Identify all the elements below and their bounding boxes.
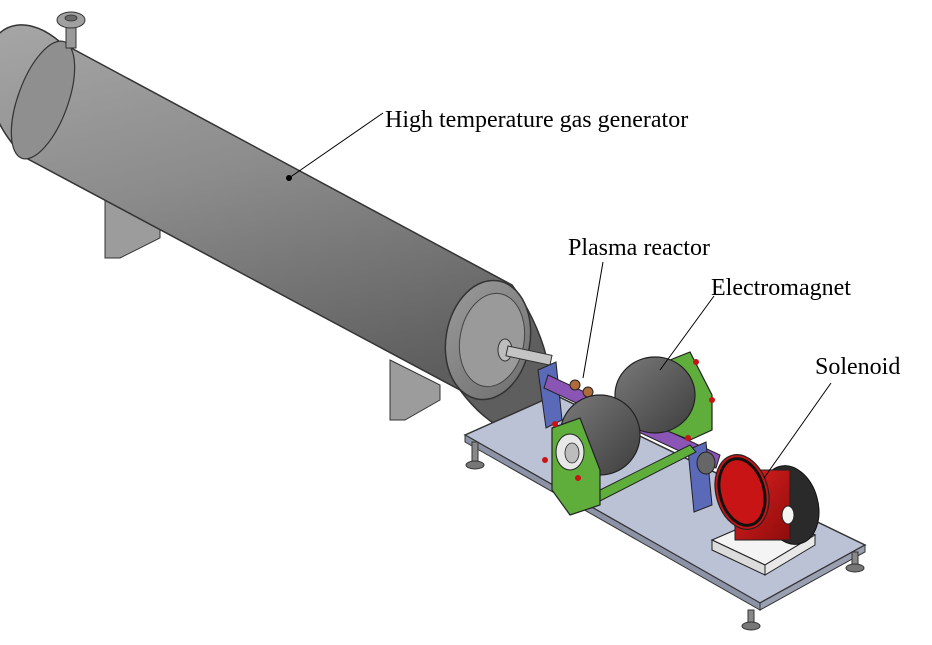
leader-line-generator — [288, 112, 384, 179]
foot — [741, 621, 761, 631]
gas-generator — [0, 11, 553, 435]
top-inlet-opening — [64, 14, 78, 22]
screw — [542, 457, 548, 463]
screw — [575, 475, 581, 481]
spool-flange-front-rim — [717, 457, 767, 527]
leader-line-electromagnet — [659, 295, 715, 371]
leader-lines — [286, 112, 832, 479]
outlet-fitting — [696, 451, 716, 475]
label-gas-generator: High temperature gas generator — [385, 107, 689, 133]
fitting — [569, 379, 581, 391]
electromagnet-assembly — [542, 351, 715, 516]
leader-dot-generator — [286, 175, 292, 181]
leader-line-solenoid — [763, 382, 832, 479]
front-cap-rim — [458, 292, 526, 388]
pole-face-inner — [564, 442, 580, 464]
label-solenoid: Solenoid — [815, 354, 901, 380]
foot — [471, 441, 479, 463]
screw — [685, 435, 691, 441]
label-plasma-reactor: Plasma reactor — [568, 235, 710, 261]
foot — [845, 563, 865, 573]
front-support-leg — [389, 359, 441, 421]
screw — [709, 397, 715, 403]
solenoid-base-side-right — [764, 534, 816, 576]
leader-line-plasma — [582, 261, 604, 379]
spool-hole — [781, 505, 795, 525]
label-electromagnet: Electromagnet — [711, 275, 851, 301]
screw — [693, 359, 699, 365]
rear-end-cap — [10, 40, 76, 160]
foot — [465, 460, 485, 470]
screw — [552, 421, 558, 427]
nozzle-pipe — [505, 345, 553, 366]
base-plate-edge-right — [759, 544, 866, 611]
solenoid-assembly — [710, 454, 820, 576]
magnet-coil-back — [614, 356, 696, 434]
leveling-feet — [465, 441, 865, 631]
spool-flange-front — [714, 454, 770, 530]
